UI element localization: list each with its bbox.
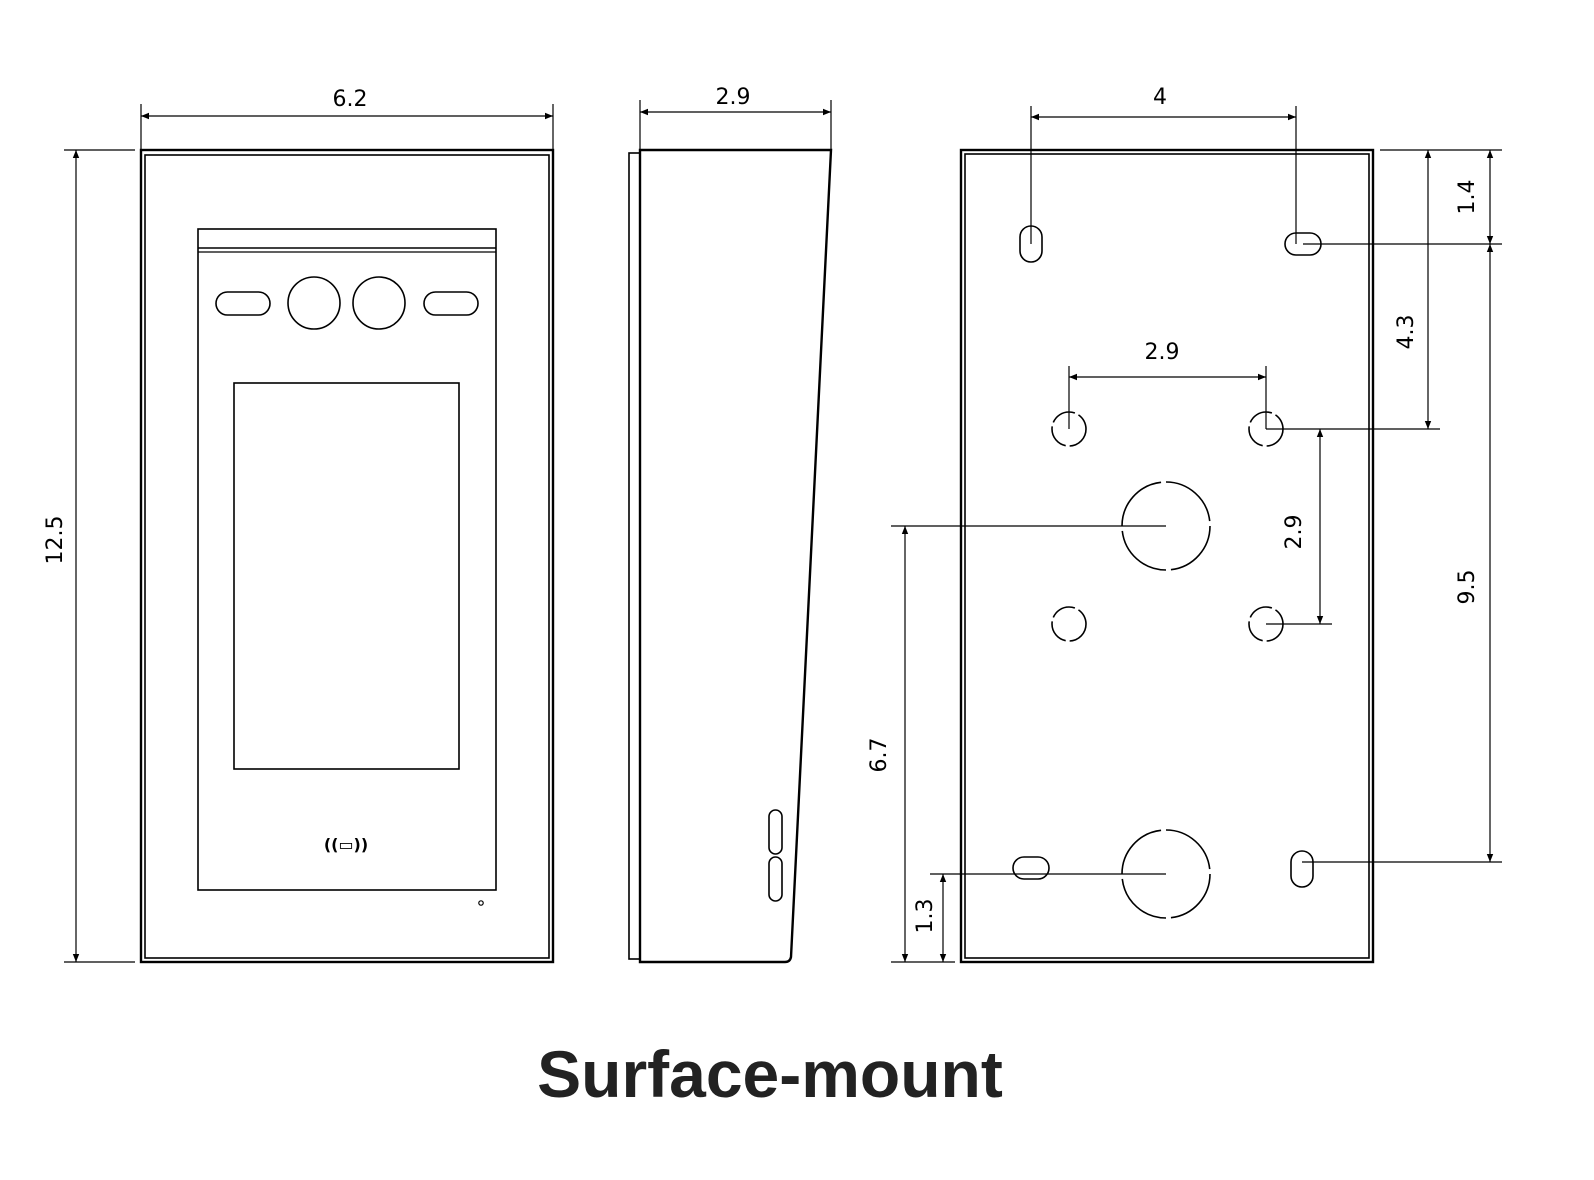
front-width-label: 6.2 (333, 87, 368, 112)
front-view: ((▭)) 6.2 12.5 (43, 87, 555, 964)
hole-lower-left (1051, 606, 1087, 642)
indicator-dot (478, 900, 484, 906)
right-light-sensor (423, 291, 479, 316)
back-view: 4 2.9 1.4 4.3 2.9 9.5 6.7 1.3 (867, 85, 1502, 964)
front-panel (197, 228, 497, 891)
front-outer-frame (139, 148, 555, 964)
side-depth-label: 2.9 (716, 85, 751, 110)
side-profile (638, 148, 833, 964)
slot-bottom-left (1012, 856, 1050, 880)
front-height-label: 12.5 (43, 516, 68, 565)
camera-lens-right (352, 276, 406, 330)
mid-vertical-spacing-label: 2.9 (1282, 515, 1307, 550)
bottom-hole-height-label: 1.3 (913, 899, 938, 934)
slot-bottom-right (1290, 850, 1314, 888)
side-view: 2.9 (628, 85, 833, 964)
side-button-lower (768, 856, 783, 902)
display-screen (233, 382, 460, 770)
top-to-bottom-holes-label: 9.5 (1455, 570, 1480, 605)
side-back-plate (628, 152, 641, 960)
top-offset-label: 1.4 (1455, 180, 1480, 215)
left-light-sensor (215, 291, 271, 316)
front-inner-frame (144, 154, 550, 959)
rfid-symbol: ((▭)) (324, 835, 368, 854)
camera-lens-left (287, 276, 341, 330)
back-outer-frame (959, 148, 1375, 964)
back-inner-frame (964, 153, 1370, 959)
diagram-title: Surface-mount (537, 1037, 1003, 1111)
mid-holes-spacing-label: 2.9 (1145, 340, 1180, 365)
side-button-upper (768, 809, 783, 855)
top-holes-spacing-label: 4 (1153, 85, 1167, 110)
upper-to-mid-label: 4.3 (1394, 315, 1419, 350)
center-hole-height-label: 6.7 (867, 738, 892, 773)
